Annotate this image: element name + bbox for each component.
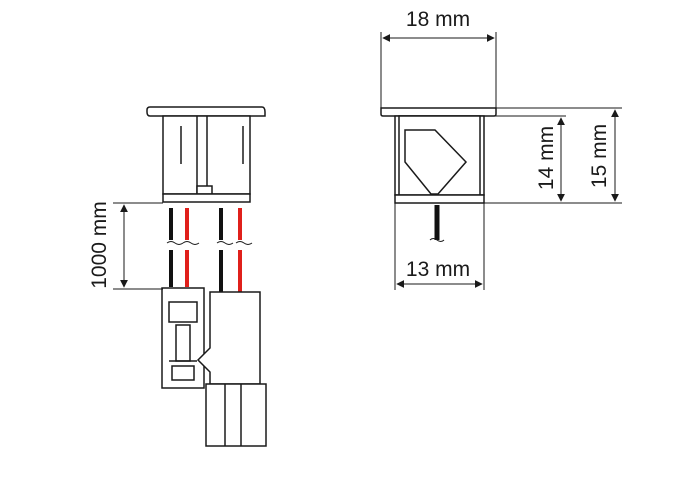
dim-heights: [484, 107, 622, 204]
switch-base: [162, 193, 251, 203]
cable-lower: [169, 250, 242, 292]
prism-window: [404, 129, 468, 195]
dim-top-width: [380, 32, 497, 108]
front-base: [394, 194, 485, 204]
connector-male: [196, 291, 267, 447]
front-view: [380, 107, 497, 204]
cable-upper: [169, 208, 242, 240]
side-view: [146, 106, 266, 203]
label-total-height: 15 mm: [588, 124, 611, 188]
connector-female: [161, 287, 205, 389]
label-inner-height: 14 mm: [535, 126, 558, 190]
front-cable: [429, 205, 445, 242]
dim-bottom-width: [394, 203, 485, 290]
dim-cable-length: [113, 202, 163, 290]
label-top-width: 18 mm: [406, 8, 470, 31]
switch-button: [196, 185, 213, 195]
label-cable-length: 1000 mm: [88, 201, 111, 289]
cable-break-marks: [166, 241, 253, 245]
cap: [380, 107, 497, 117]
switch-flange: [146, 106, 266, 117]
label-bottom-width: 13 mm: [406, 258, 470, 281]
